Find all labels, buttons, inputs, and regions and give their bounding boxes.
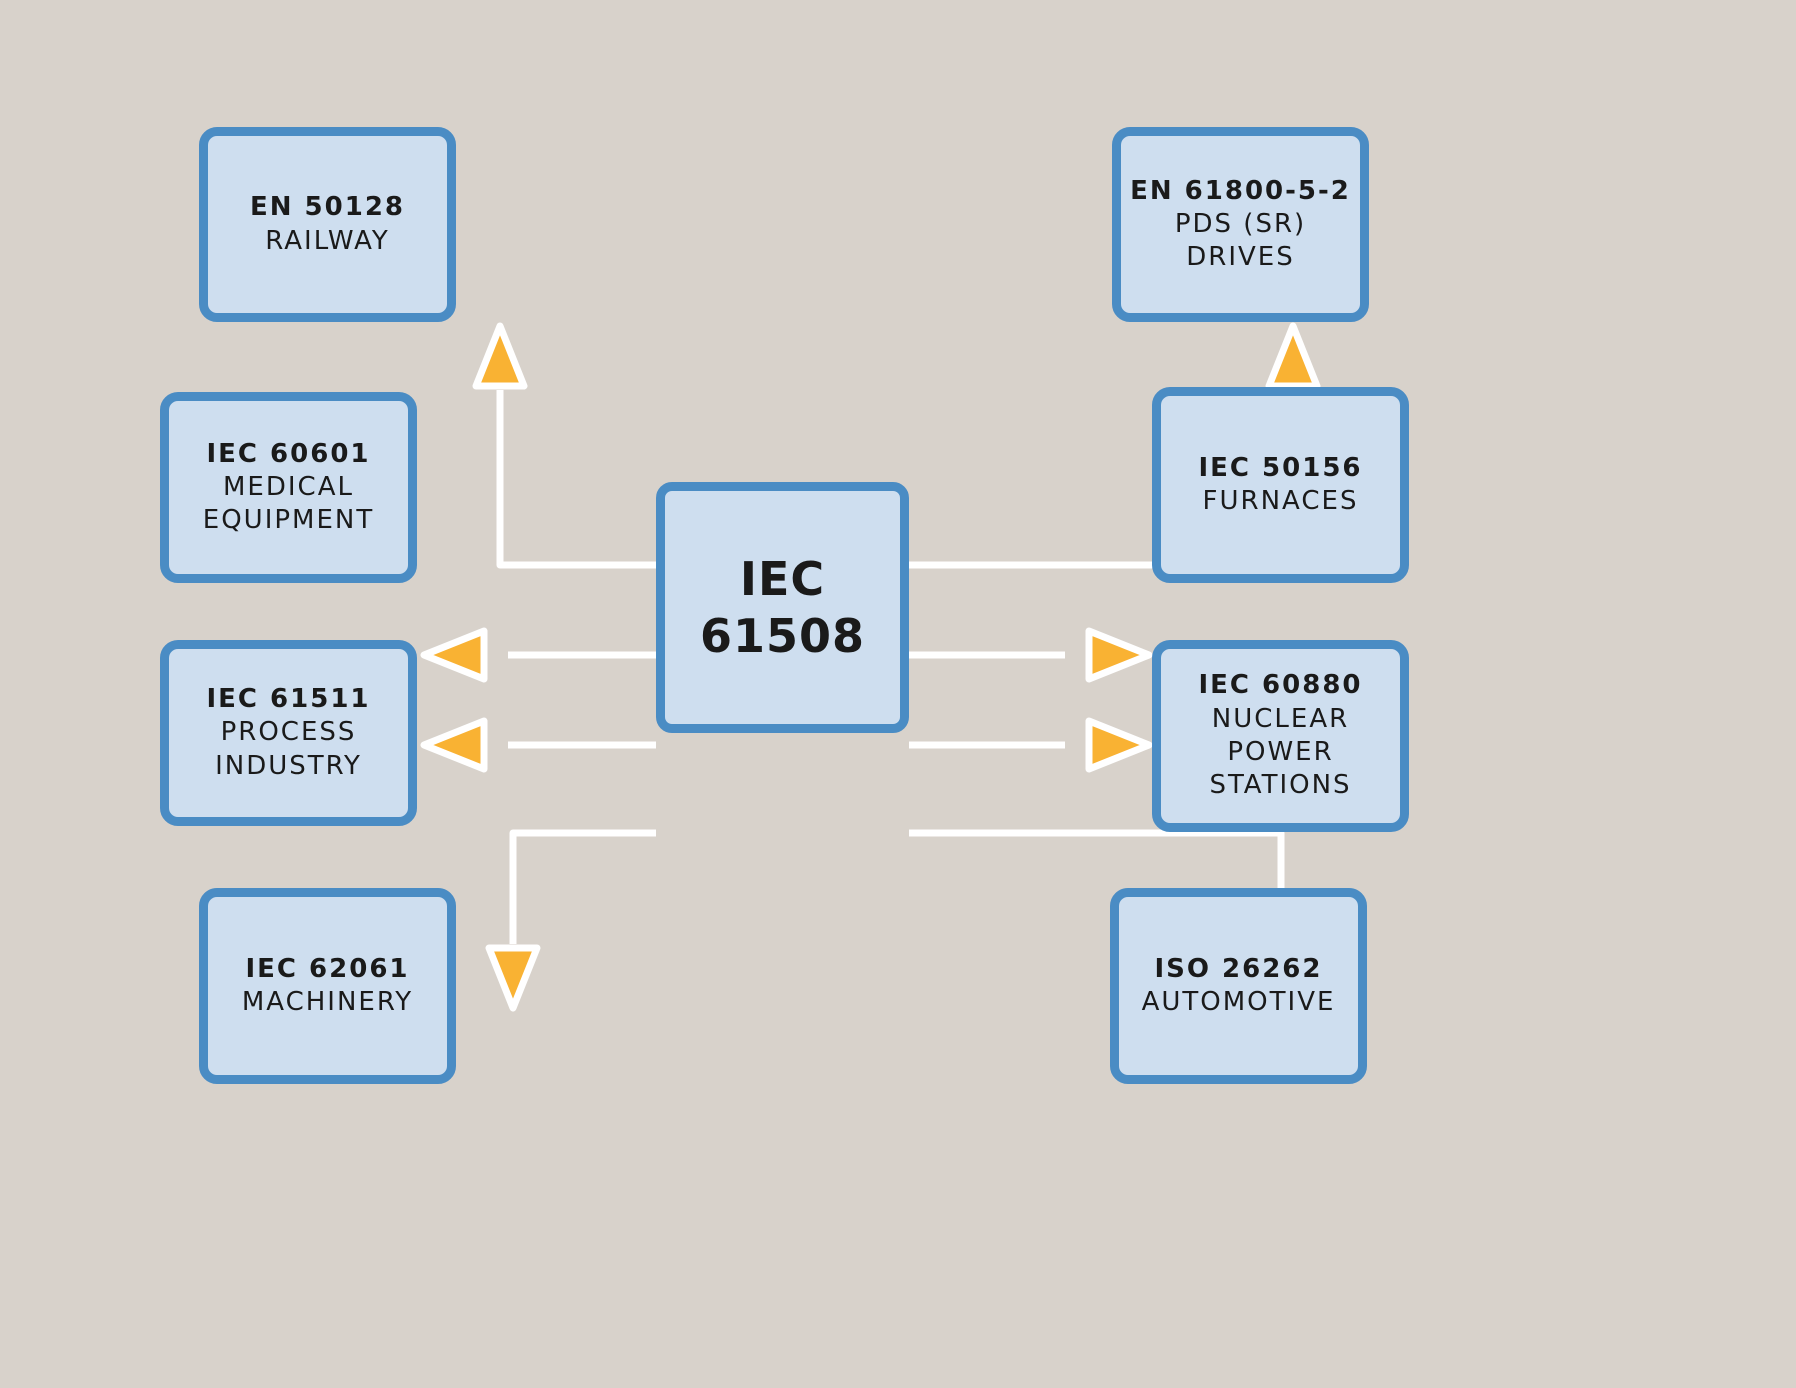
node-en-50128-railway[interactable]: EN 50128 RAILWAY	[199, 127, 456, 322]
center-code-line1: IEC	[739, 552, 826, 607]
node-code: IEC 62061	[245, 953, 410, 984]
node-iso-26262-automotive[interactable]: ISO 26262 AUTOMOTIVE	[1110, 888, 1367, 1084]
center-code-line2: 61508	[699, 608, 866, 663]
connector-center-to-nuclear	[909, 717, 1153, 773]
node-code: IEC 60880	[1198, 670, 1363, 701]
node-sector-line: MACHINERY	[241, 987, 414, 1017]
connector-center-to-process	[420, 717, 656, 773]
node-sector-line: PROCESS	[220, 717, 357, 748]
connector-center-to-machinery	[485, 829, 656, 1012]
node-sector-line: RAILWAY	[265, 225, 390, 256]
node-code: EN 50128	[249, 192, 406, 223]
node-sector-line: FURNACES	[1202, 486, 1359, 516]
node-sector-line: AUTOMOTIVE	[1141, 987, 1336, 1017]
node-code: ISO 26262	[1154, 953, 1323, 984]
node-sector-line: POWER	[1227, 737, 1334, 767]
node-code: EN 61800-5-2	[1130, 175, 1351, 206]
node-sector-line: DRIVES	[1186, 242, 1295, 273]
node-sector-line: STATIONS	[1209, 770, 1352, 801]
node-code: IEC 61511	[206, 684, 371, 715]
connector-center-to-railway	[472, 322, 656, 569]
node-code: IEC 60601	[206, 438, 371, 469]
node-sector-line: MEDICAL	[223, 471, 354, 502]
connector-center-to-furnaces	[909, 627, 1153, 683]
node-iec-50156-furnaces[interactable]: IEC 50156 FURNACES	[1152, 387, 1409, 583]
node-iec-62061-machinery[interactable]: IEC 62061 MACHINERY	[199, 888, 456, 1084]
connector-center-to-medical	[420, 627, 656, 683]
node-sector-line: NUCLEAR	[1211, 703, 1350, 734]
node-iec-60601-medical-equipment[interactable]: IEC 60601 MEDICAL EQUIPMENT	[160, 392, 417, 583]
node-iec-61511-process-industry[interactable]: IEC 61511 PROCESS INDUSTRY	[160, 640, 417, 826]
node-sector-line: INDUSTRY	[215, 750, 362, 781]
node-code: IEC 50156	[1198, 452, 1363, 483]
node-sector-line: PDS (SR)	[1174, 208, 1307, 239]
node-iec-61508-center[interactable]: IEC 61508	[656, 482, 909, 733]
node-iec-60880-nuclear-power-stations[interactable]: IEC 60880 NUCLEAR POWER STATIONS	[1152, 640, 1409, 832]
node-sector-line: EQUIPMENT	[202, 505, 375, 536]
node-en-61800-5-2-pds-sr-drives[interactable]: EN 61800-5-2 PDS (SR) DRIVES	[1112, 127, 1369, 322]
